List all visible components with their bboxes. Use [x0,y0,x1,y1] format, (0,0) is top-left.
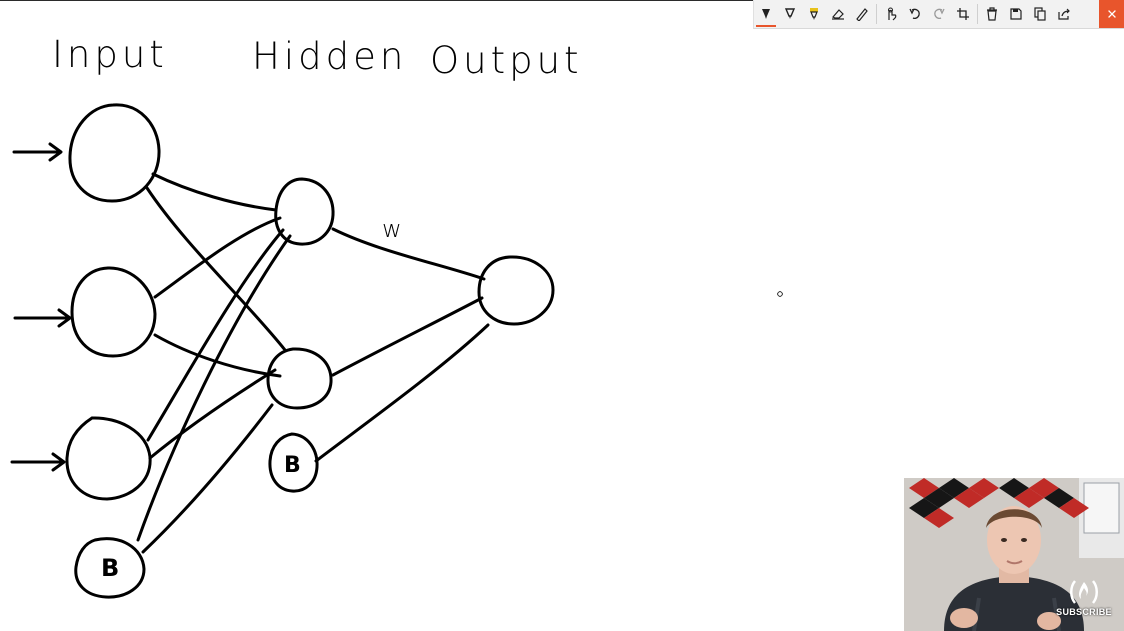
heading-output: Output [430,39,583,82]
edge-bias-h1 [136,234,292,542]
webcam-overlay: SUBSCRIBE [904,478,1124,631]
share-icon[interactable] [1052,0,1076,28]
toolbar-separator [977,4,978,24]
pencil-icon[interactable] [778,0,802,28]
crop-icon[interactable] [951,0,975,28]
webcam-video-frame [904,478,1124,631]
edge-hbias-out [314,323,490,463]
bias-label-hidden-layer: B [284,453,305,478]
close-button[interactable] [1099,0,1124,28]
save-icon[interactable] [1004,0,1028,28]
edge-in3-h2 [148,368,277,460]
edge-in1-h2 [145,186,287,352]
input-arrow-1 [12,142,63,162]
edge-h2-out [331,296,484,377]
wall-pattern [909,478,1089,528]
input-bias-neuron [74,537,146,599]
cursor-icon [777,291,783,297]
window-top-border [0,0,1124,1]
edge-in1-h1 [151,172,278,212]
copy-icon[interactable] [1028,0,1052,28]
edge-bias-h2 [141,403,274,554]
edge-in3-h1 [146,228,285,442]
heading-hidden: Hidden [252,35,408,78]
ballpoint-pen-icon[interactable] [754,0,778,28]
highlighter-icon[interactable] [802,0,826,28]
close-icon [1108,10,1116,18]
redo-icon[interactable] [927,0,951,28]
input-neuron-1 [68,103,161,203]
hidden-neuron-2 [266,347,333,410]
subscribe-label: SUBSCRIBE [1056,607,1112,617]
undo-icon[interactable] [903,0,927,28]
ruler-icon[interactable] [850,0,874,28]
edge-in2-h1 [153,216,282,299]
freecodecamp-logo-icon [1070,580,1098,604]
touch-writing-icon[interactable] [879,0,903,28]
edge-in2-h2 [153,333,282,378]
edge-h1-out [331,227,486,281]
hidden-neuron-1 [274,177,335,246]
output-neuron [477,255,555,326]
heading-input: Input [52,33,168,76]
input-neuron-2 [70,266,157,358]
input-neuron-3 [65,416,152,501]
toolbar-separator [876,4,877,24]
subscribe-button[interactable]: SUBSCRIBE [1056,577,1112,617]
bias-label-input-layer: B [101,554,124,582]
hidden-bias-neuron [268,432,319,493]
input-arrow-2 [13,308,72,328]
eraser-icon[interactable] [826,0,850,28]
input-arrow-3 [10,452,66,472]
delete-icon[interactable] [980,0,1004,28]
ink-toolbar [753,0,1124,29]
weight-label: w [382,215,406,243]
